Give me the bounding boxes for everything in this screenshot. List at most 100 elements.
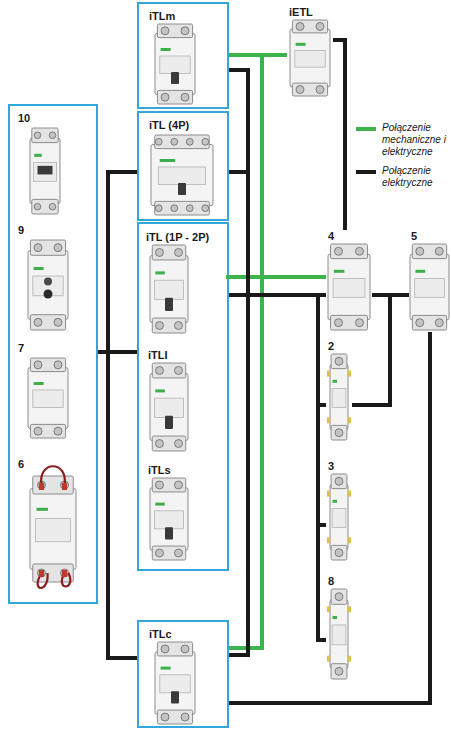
- connector: [229, 172, 326, 405]
- device-illustration: [28, 240, 68, 330]
- device-node: 10: [16, 112, 92, 220]
- device-node: 9: [16, 224, 92, 334]
- device-body: [30, 138, 60, 204]
- device-illustration: [327, 474, 351, 560]
- connector: [229, 70, 326, 405]
- push-button: [44, 277, 52, 285]
- connector-tab: [327, 656, 330, 662]
- device-label: iETL: [289, 6, 313, 18]
- terminal-cap: [292, 20, 327, 33]
- device-label: iTL (1P - 2P): [146, 231, 209, 243]
- device-node: iTLI: [142, 345, 226, 455]
- device-node: 6: [16, 458, 92, 600]
- terminal-screw: [435, 319, 443, 327]
- front-panel: [160, 675, 190, 693]
- terminal-screw: [181, 713, 189, 721]
- terminal-screw: [54, 318, 62, 326]
- terminal-cap: [412, 315, 446, 330]
- front-panel: [332, 625, 346, 645]
- terminal-screw: [34, 361, 42, 369]
- device-label: 9: [18, 224, 24, 236]
- toggle-handle: [165, 298, 173, 311]
- toggle-handle: [178, 183, 186, 195]
- device-illustration: [155, 642, 195, 724]
- terminal-screw: [155, 138, 162, 145]
- terminal-screw: [54, 244, 62, 252]
- device-drawing: [287, 6, 333, 98]
- legend-item: Połączenie elektryczne: [356, 165, 450, 189]
- device-body: [150, 488, 188, 550]
- device-body: [410, 254, 449, 320]
- brand-mark: [36, 508, 48, 511]
- terminal-cap: [33, 476, 73, 494]
- device-node: 8: [326, 575, 352, 682]
- connector: [352, 295, 409, 405]
- terminal-screw: [435, 247, 443, 255]
- connector: [229, 295, 326, 655]
- connector: [229, 295, 326, 655]
- device-node: 4: [326, 230, 372, 332]
- device-illustration: [155, 24, 195, 104]
- connector-tab: [327, 491, 330, 497]
- device-drawing: [409, 230, 450, 332]
- device-body: [330, 484, 348, 550]
- terminal-screw: [416, 319, 424, 327]
- connector: [372, 293, 409, 297]
- connector-tab: [348, 491, 351, 497]
- front-panel: [160, 56, 190, 74]
- terminal-cap: [331, 664, 347, 679]
- terminal-screw: [335, 477, 343, 485]
- device-node: 2: [326, 340, 352, 442]
- terminal-screw: [49, 203, 56, 210]
- terminal-screw: [61, 569, 69, 577]
- terminal-cap: [157, 710, 192, 724]
- connector: [229, 70, 326, 640]
- indicator-window: [38, 166, 53, 175]
- device-body: [30, 489, 76, 570]
- terminal-screw: [356, 247, 364, 255]
- device-illustration: [30, 128, 60, 214]
- terminal-cap: [331, 589, 347, 604]
- front-panel: [415, 278, 445, 297]
- device-illustration: [290, 20, 330, 96]
- connector: [229, 332, 430, 703]
- front-panel: [155, 398, 184, 417]
- front-panel: [34, 162, 57, 181]
- terminal-screw: [335, 667, 343, 675]
- group-box: iTLm: [137, 2, 229, 109]
- terminal-cap: [331, 545, 347, 560]
- connector-tab: [348, 606, 351, 612]
- device-node: 5: [409, 230, 450, 332]
- wire-sleeve: [62, 570, 67, 577]
- device-drawing: [326, 575, 352, 682]
- terminal-screw: [175, 549, 183, 557]
- connector-tab: [348, 537, 351, 543]
- front-panel: [295, 50, 325, 67]
- terminal-cap: [32, 128, 58, 143]
- device-illustration: [150, 245, 188, 333]
- terminal-screw: [175, 248, 183, 256]
- terminal-cap: [331, 354, 347, 369]
- device-drawing: [142, 345, 226, 455]
- front-panel: [155, 280, 184, 299]
- terminal-screw: [296, 86, 304, 94]
- terminal-screw: [416, 247, 424, 255]
- brand-mark: [34, 154, 42, 157]
- terminal-screw: [54, 427, 62, 435]
- brand-mark: [334, 270, 345, 273]
- toggle-handle: [171, 72, 179, 84]
- device-drawing: [16, 112, 92, 220]
- brand-mark: [161, 667, 171, 670]
- device-illustration: [151, 135, 213, 215]
- terminal-screw: [316, 22, 324, 30]
- connector: [98, 350, 137, 354]
- brand-mark: [415, 270, 425, 273]
- wire-sleeve: [39, 483, 44, 490]
- device-label: iTLs: [148, 464, 171, 476]
- terminal-cap: [157, 642, 192, 656]
- terminal-screw: [335, 429, 343, 437]
- connector: [229, 70, 326, 525]
- terminal-screw: [171, 138, 178, 145]
- device-body: [330, 600, 348, 669]
- device-label: iTLc: [149, 628, 172, 640]
